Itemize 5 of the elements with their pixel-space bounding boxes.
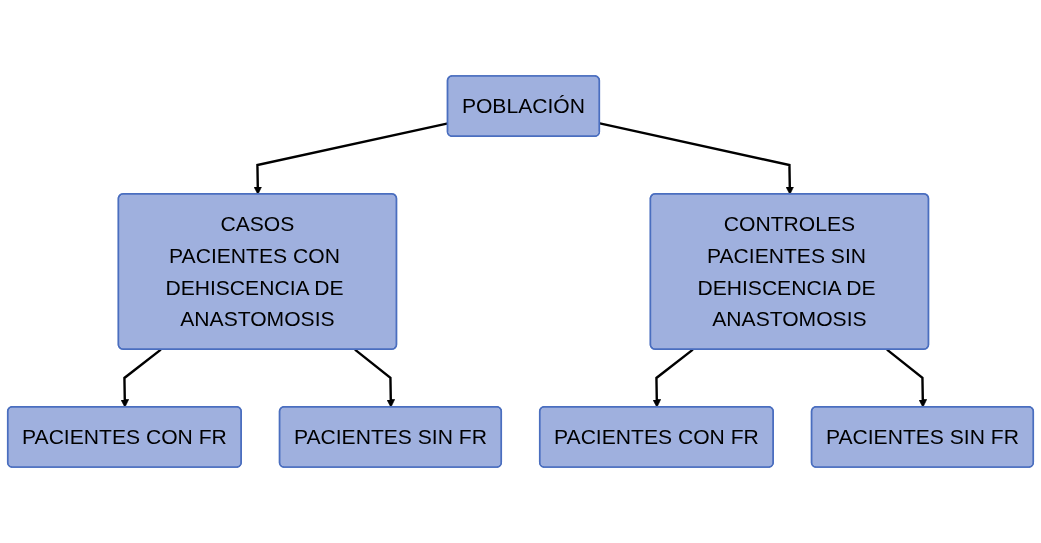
arrow <box>886 348 927 408</box>
arrow <box>652 348 694 408</box>
arrow <box>599 122 794 195</box>
arrow <box>120 348 162 408</box>
arrow <box>354 348 395 408</box>
